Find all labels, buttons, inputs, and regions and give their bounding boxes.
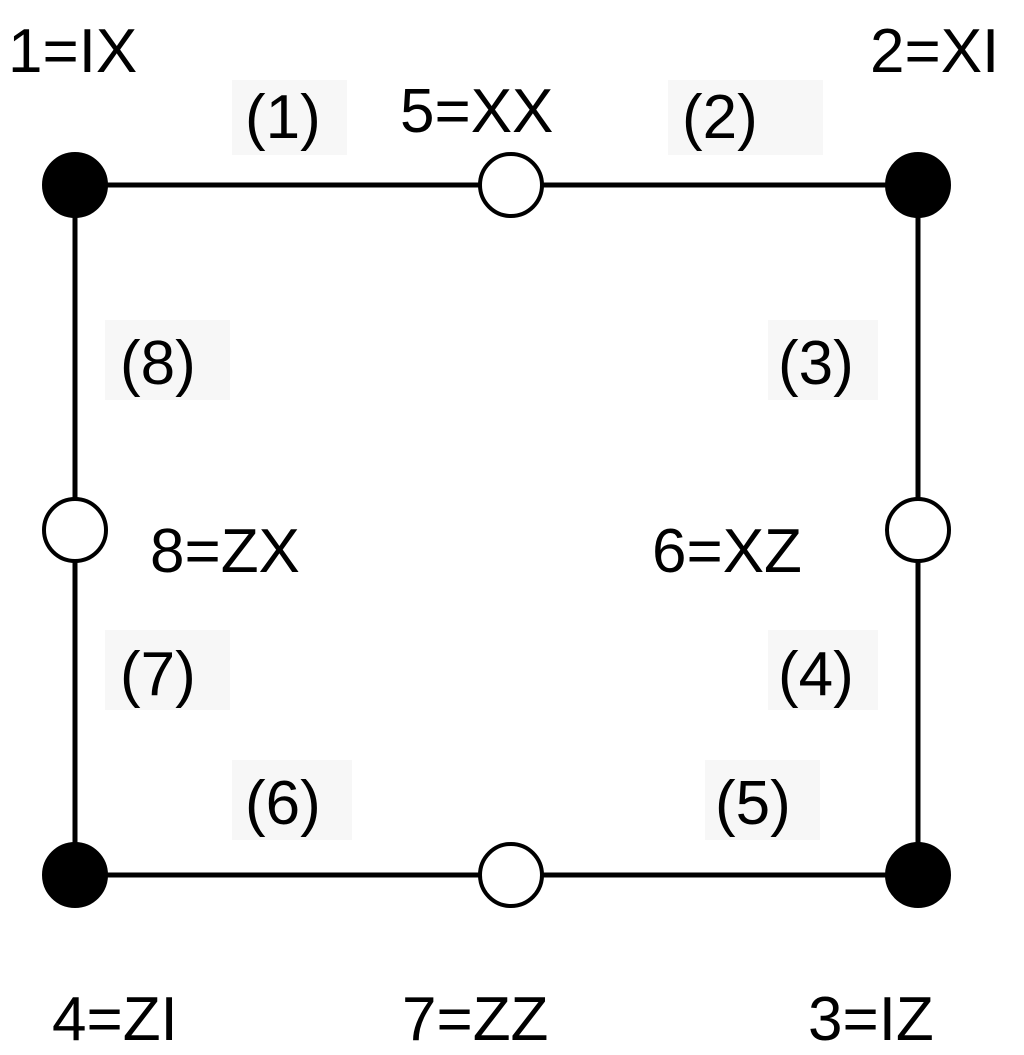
- edge-label-bg-8: [105, 320, 230, 400]
- edge-label-bg-7: [105, 630, 230, 710]
- node-label-7: 7=ZZ: [402, 985, 548, 1054]
- node-5-open: [478, 152, 544, 218]
- node-4-filled: [42, 842, 108, 908]
- node-label-8: 8=ZX: [150, 517, 300, 586]
- edge-label-8: (8): [120, 329, 196, 398]
- node-7-open: [478, 842, 544, 908]
- node-label-4: 4=ZI: [52, 985, 178, 1054]
- edge-label-5: (5): [715, 769, 791, 838]
- edge-label-bg-6: [232, 760, 352, 840]
- edge-label-7: (7): [120, 640, 196, 709]
- edge-label-bg-4: [768, 630, 878, 710]
- node-8-open: [42, 497, 108, 563]
- edge-label-1: (1): [245, 83, 321, 152]
- edge-label-bg-5: [705, 760, 820, 840]
- node-label-2: 2=XI: [870, 17, 999, 86]
- edge-label-2: (2): [682, 83, 758, 152]
- node-1-filled: [42, 152, 108, 218]
- node-label-6: 6=XZ: [652, 517, 802, 586]
- edge-label-4: (4): [778, 640, 854, 709]
- edge-label-3: (3): [778, 329, 854, 398]
- node-2-filled: [885, 152, 951, 218]
- node-label-1: 1=IX: [8, 17, 137, 86]
- node-label-3: 3=IZ: [808, 985, 934, 1054]
- node-label-5: 5=XX: [400, 77, 553, 146]
- node-6-open: [885, 497, 951, 563]
- edge-label-bg-3: [768, 320, 878, 400]
- edge-label-bg-2: [668, 80, 823, 155]
- edge-label-bg-1: [232, 80, 347, 155]
- edge-label-6: (6): [245, 769, 321, 838]
- node-3-filled: [885, 842, 951, 908]
